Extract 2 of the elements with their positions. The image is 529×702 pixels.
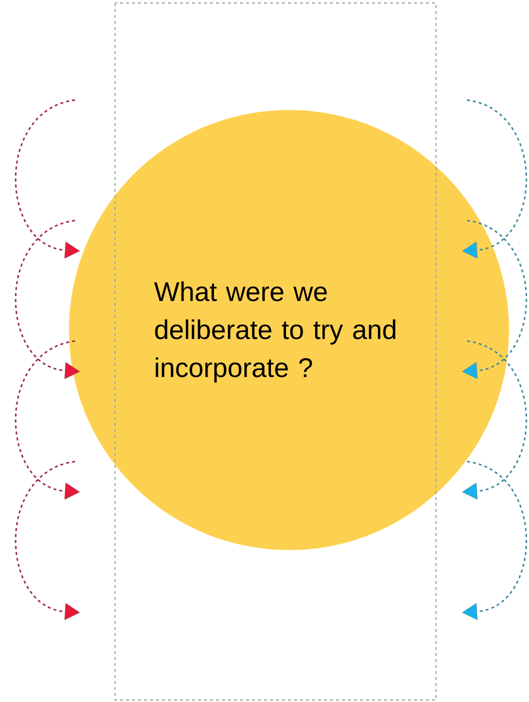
circle-text: What were we deliberate to try and incorporate ?: [154, 281, 396, 383]
circle: [69, 110, 509, 550]
